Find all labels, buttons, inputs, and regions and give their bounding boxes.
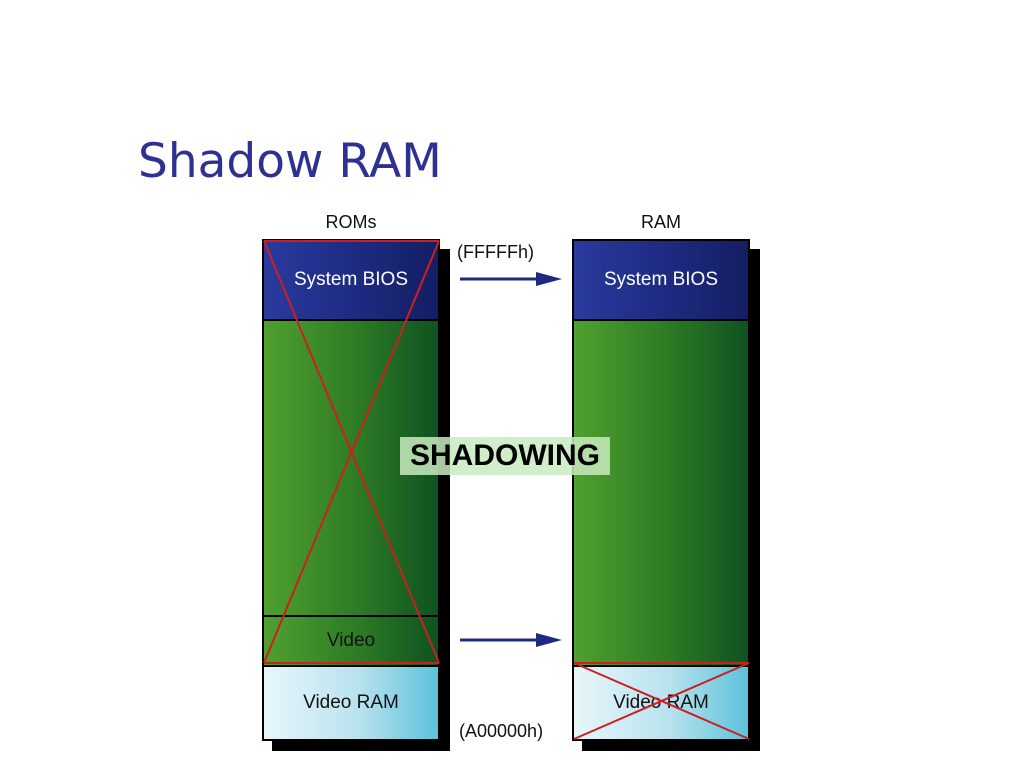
ram-video-ram-segment: Video RAM	[574, 665, 748, 739]
roms-video-label: Video	[326, 630, 376, 651]
ram-column: System BIOS Video RAM	[572, 239, 750, 741]
ram-system-bios-label: System BIOS	[603, 269, 719, 290]
roms-video-segment: Video	[264, 615, 438, 665]
bottom-shadow-arrow	[460, 633, 562, 647]
roms-video-ram-segment: Video RAM	[264, 665, 438, 739]
roms-system-bios-segment: System BIOS	[264, 241, 438, 319]
top-shadow-arrow	[460, 272, 562, 286]
ram-video-ram-label: Video RAM	[613, 692, 709, 713]
roms-column: System BIOS Video Video RAM	[262, 239, 440, 741]
roms-video-ram-label: Video RAM	[303, 692, 399, 713]
ram-system-bios-segment: System BIOS	[574, 241, 748, 319]
roms-system-bios-label: System BIOS	[293, 269, 409, 290]
shadowing-label: SHADOWING	[400, 437, 610, 475]
ram-column-label: RAM	[641, 212, 681, 232]
roms-column-label: ROMs	[325, 212, 377, 232]
bottom-address-label: (A00000h)	[459, 721, 544, 741]
ram-empty-segment	[574, 319, 748, 665]
top-address-label: (FFFFFh)	[457, 242, 534, 262]
slide-title: Shadow RAM	[138, 134, 442, 189]
